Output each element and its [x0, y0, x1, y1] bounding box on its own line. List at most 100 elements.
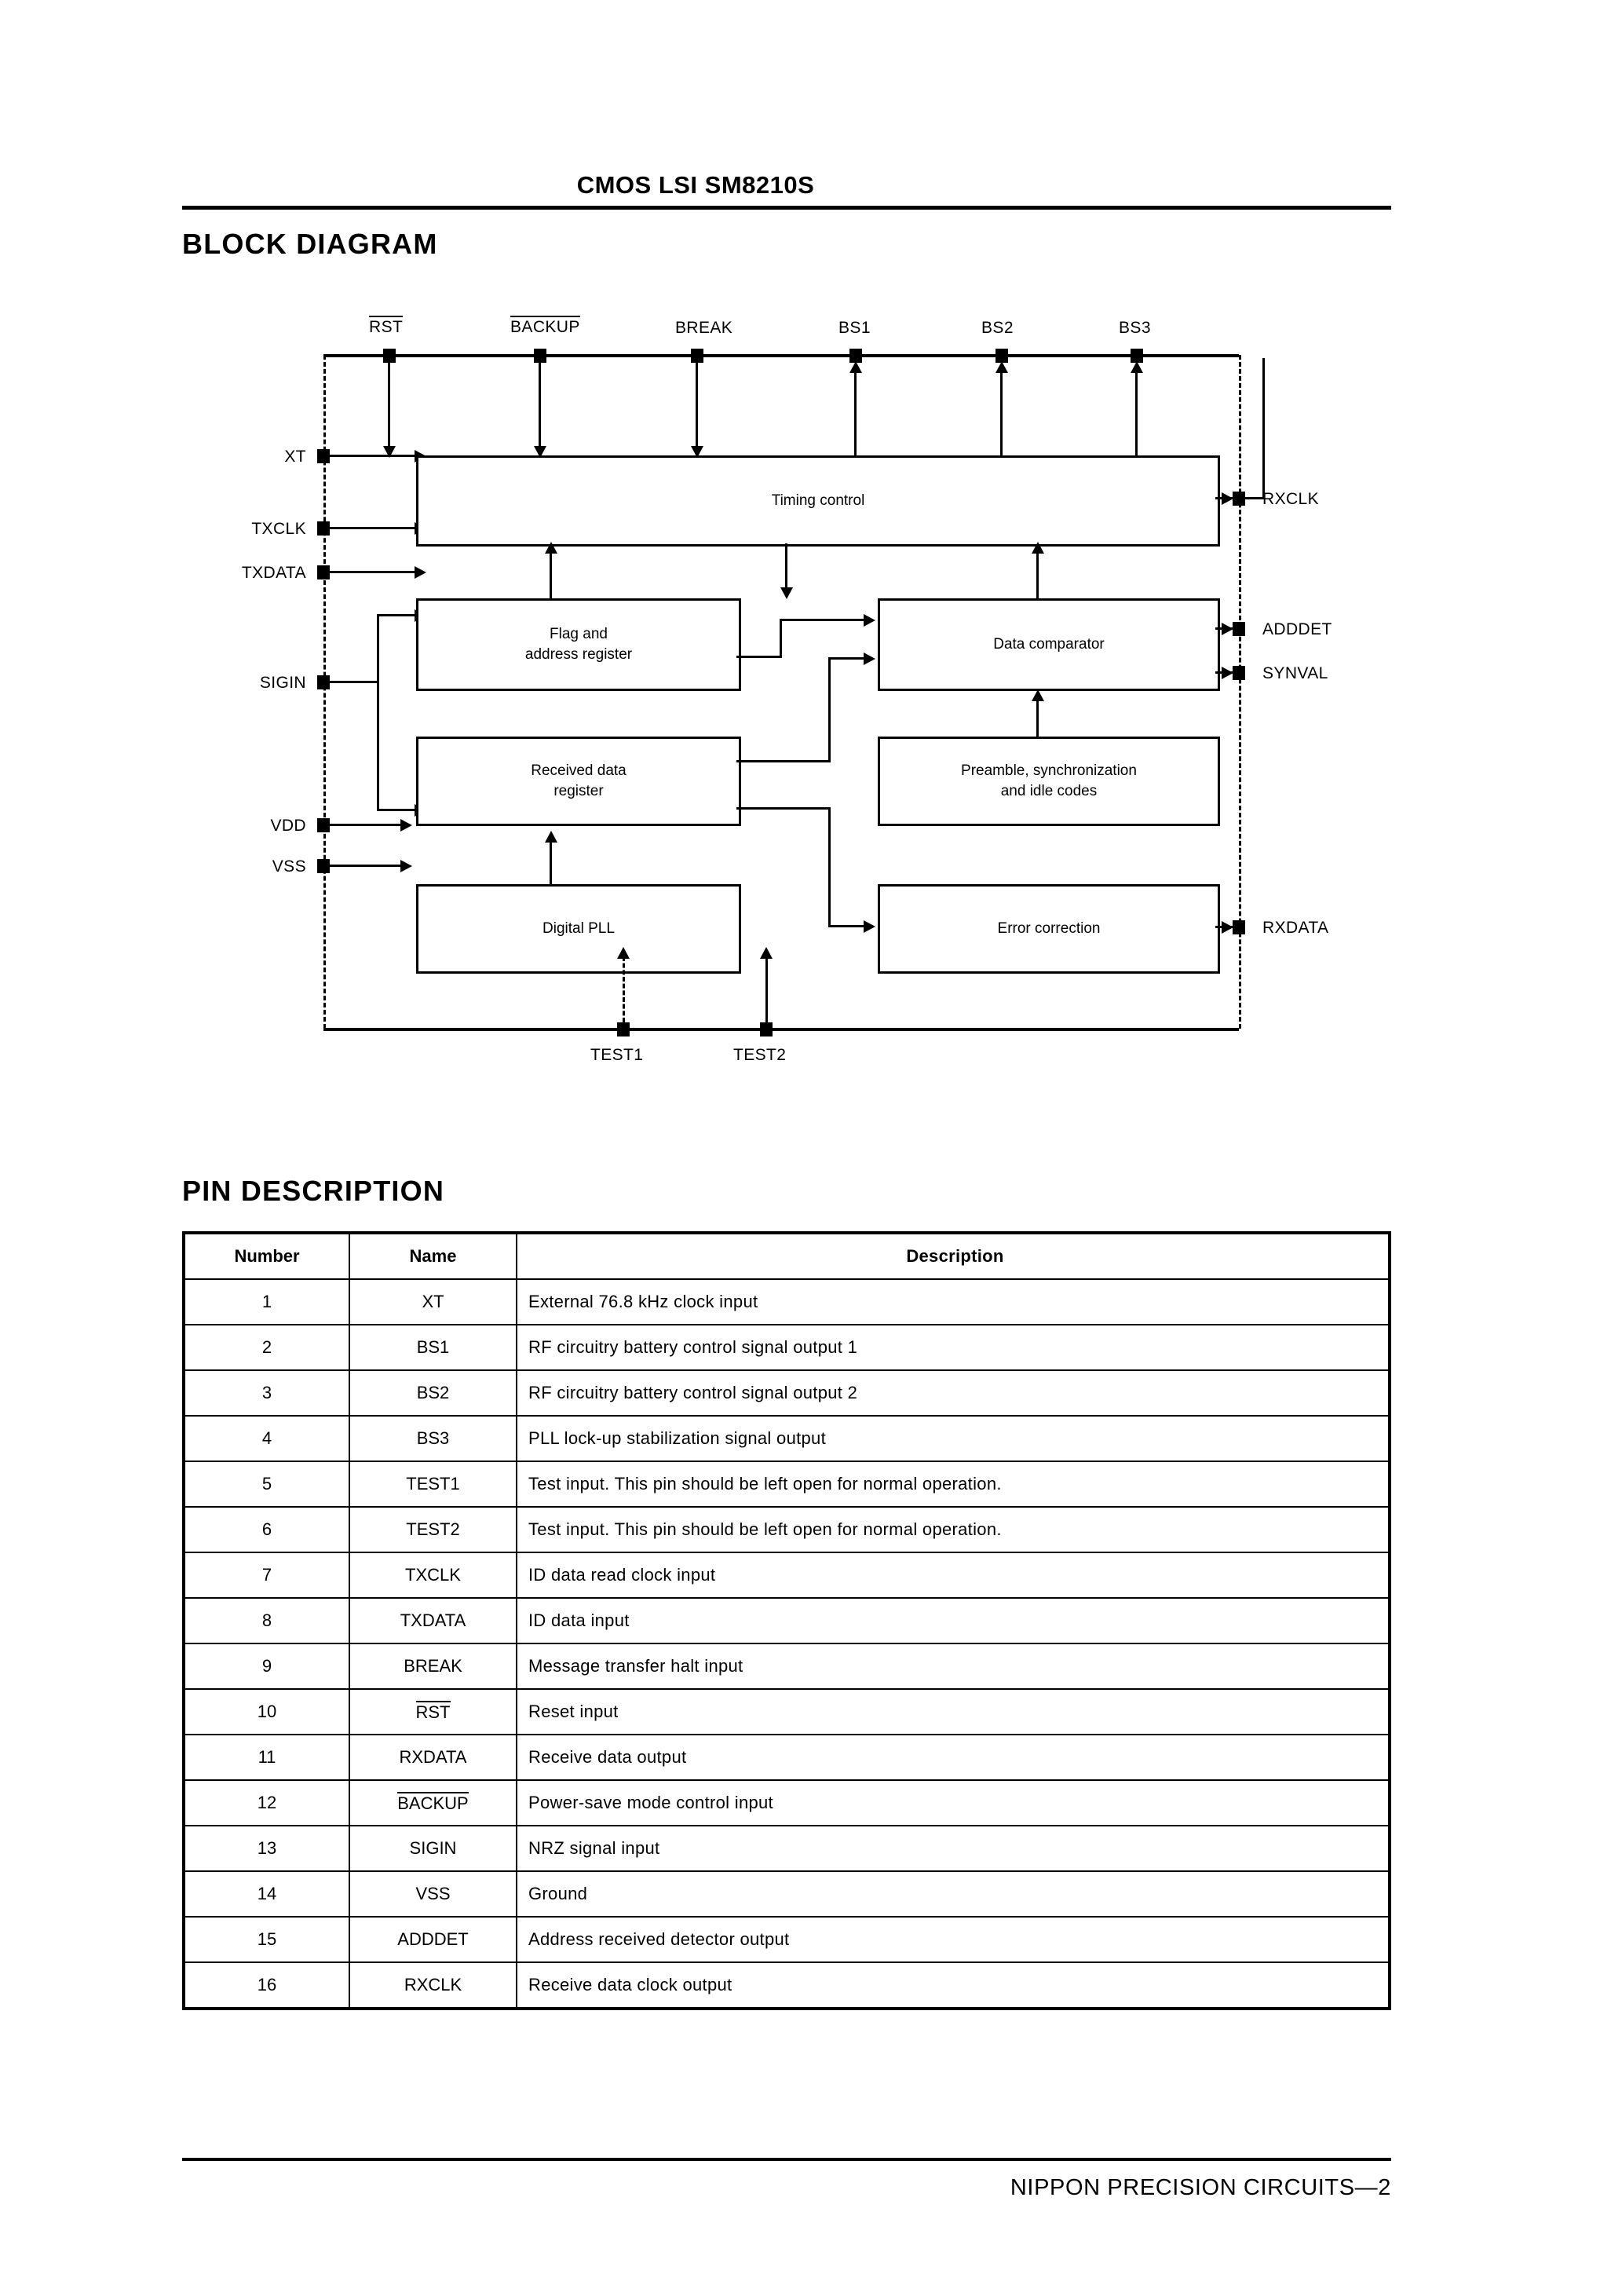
wire-bs2-up	[1000, 371, 1003, 457]
cell-pin-number: 5	[183, 1461, 350, 1508]
arrow-far-to-tc	[545, 542, 557, 554]
pin-pad-break[interactable]	[691, 349, 703, 363]
pin-pad-synval[interactable]	[1233, 666, 1245, 680]
wire-pre-to-dc	[1036, 699, 1039, 738]
bottom-bus-line	[323, 1028, 1239, 1031]
top-bus-line	[323, 354, 1239, 357]
cell-pin-description: RF circuitry battery control signal outp…	[516, 1324, 1390, 1371]
pin-pad-sigin[interactable]	[317, 675, 330, 689]
cell-pin-description: Test input. This pin should be left open…	[516, 1461, 1390, 1508]
pin-pad-rxclk[interactable]	[1233, 492, 1245, 506]
wire-rdr-out-b	[736, 807, 831, 810]
block-label: Data comparator	[993, 636, 1105, 653]
wire-rdr-in-ec	[828, 925, 864, 927]
cell-pin-description: Receive data clock output	[516, 1961, 1390, 2009]
pin-pad-vss[interactable]	[317, 859, 330, 873]
wire-far-step-a	[780, 619, 782, 658]
pin-pad-test2[interactable]	[760, 1022, 773, 1036]
wire-sigin-to-dpll	[377, 809, 416, 811]
col-header-description: Description	[516, 1231, 1390, 1280]
wire-tc-down	[785, 543, 787, 589]
pin-label-xt: XT	[284, 448, 306, 466]
wire-dpll-to-rdr	[550, 840, 552, 886]
col-header-name: Name	[349, 1231, 517, 1280]
cell-pin-name: RXDATA	[349, 1734, 517, 1781]
wire-backup-down	[539, 361, 541, 448]
block-digital-pll: Digital PLL	[416, 884, 741, 974]
wire-txdata	[330, 571, 416, 573]
cell-pin-name: TXDATA	[349, 1597, 517, 1644]
arrow-bs2-up	[995, 361, 1008, 373]
cell-pin-description: Message transfer halt input	[516, 1643, 1390, 1690]
chip-boundary-right	[1239, 355, 1241, 1029]
pin-pad-rst[interactable]	[383, 349, 396, 363]
section-title-pin-description: PIN DESCRIPTION	[182, 1175, 445, 1207]
col-header-number: Number	[183, 1231, 350, 1280]
pin-pad-bs1[interactable]	[849, 349, 862, 363]
arrow-backup-down	[534, 446, 546, 458]
footer-text: NIPPON PRECISION CIRCUITS—2	[1010, 2175, 1391, 2200]
cell-pin-number: 13	[183, 1825, 350, 1872]
arrow-bs1-up	[849, 361, 862, 373]
block-label: Flag and address register	[524, 626, 633, 663]
cell-pin-number: 14	[183, 1870, 350, 1918]
wire-rdr-step-b	[828, 807, 831, 927]
cell-pin-description: Reset input	[516, 1688, 1390, 1735]
pin-pad-bs2[interactable]	[995, 349, 1008, 363]
cell-pin-name: TEST1	[349, 1461, 517, 1508]
block-label: Preamble, synchronization and idle codes	[961, 762, 1137, 799]
pin-pad-vdd[interactable]	[317, 818, 330, 832]
cell-pin-name: BREAK	[349, 1643, 517, 1690]
wire-dc-to-tc	[1036, 551, 1039, 600]
pin-pad-test1[interactable]	[617, 1022, 630, 1036]
pin-pad-xt[interactable]	[317, 449, 330, 463]
pin-pad-rxdata[interactable]	[1233, 920, 1245, 934]
wire-rdr-out-a	[736, 760, 831, 762]
chip-boundary-left	[323, 355, 326, 1029]
block-error-correction: Error correction	[878, 884, 1220, 974]
pin-label-rxclk: RXCLK	[1262, 490, 1320, 508]
pin-pad-txclk[interactable]	[317, 521, 330, 536]
arrow-txdata	[415, 566, 426, 579]
pin-pad-txdata[interactable]	[317, 565, 330, 579]
arrow-adddet	[1222, 623, 1233, 635]
cell-pin-description: ID data input	[516, 1597, 1390, 1644]
pin-pad-backup[interactable]	[534, 349, 546, 363]
pin-label-txclk: TXCLK	[251, 520, 306, 538]
header-divider	[182, 206, 1391, 210]
block-flag-address-register: Flag and address register	[416, 598, 741, 691]
cell-pin-number: 7	[183, 1552, 350, 1599]
page-header-title: CMOS LSI SM8210S	[576, 171, 815, 199]
cell-pin-name: TEST2	[349, 1506, 517, 1553]
arrow-tc-down	[780, 587, 793, 599]
cell-pin-description: NRZ signal input	[516, 1825, 1390, 1872]
wire-far-out-a	[736, 656, 782, 658]
cell-pin-description: ID data read clock input	[516, 1552, 1390, 1599]
pin-pad-adddet[interactable]	[1233, 622, 1245, 636]
cell-pin-description: PLL lock-up stabilization signal output	[516, 1415, 1390, 1462]
cell-pin-number: 4	[183, 1415, 350, 1462]
arrow-break-down	[691, 446, 703, 458]
wire-rdr-step-a	[828, 657, 831, 762]
wire-sigin-stub	[330, 681, 378, 683]
pin-label-txdata: TXDATA	[241, 564, 306, 582]
pin-label-rst: RST	[369, 316, 404, 337]
block-data-comparator: Data comparator	[878, 598, 1220, 691]
pin-pad-bs3[interactable]	[1131, 349, 1143, 363]
cell-pin-name: TXCLK	[349, 1552, 517, 1599]
arrow-vss	[400, 860, 412, 872]
wire-vdd	[330, 824, 402, 826]
block-received-data-register: Received data register	[416, 737, 741, 826]
cell-pin-description: Receive data output	[516, 1734, 1390, 1781]
cell-pin-description: Test input. This pin should be left open…	[516, 1506, 1390, 1553]
arrow-rdr-to-ec	[864, 920, 875, 933]
wire-xt	[330, 455, 416, 457]
arrow-dc-to-tc	[1032, 542, 1044, 554]
